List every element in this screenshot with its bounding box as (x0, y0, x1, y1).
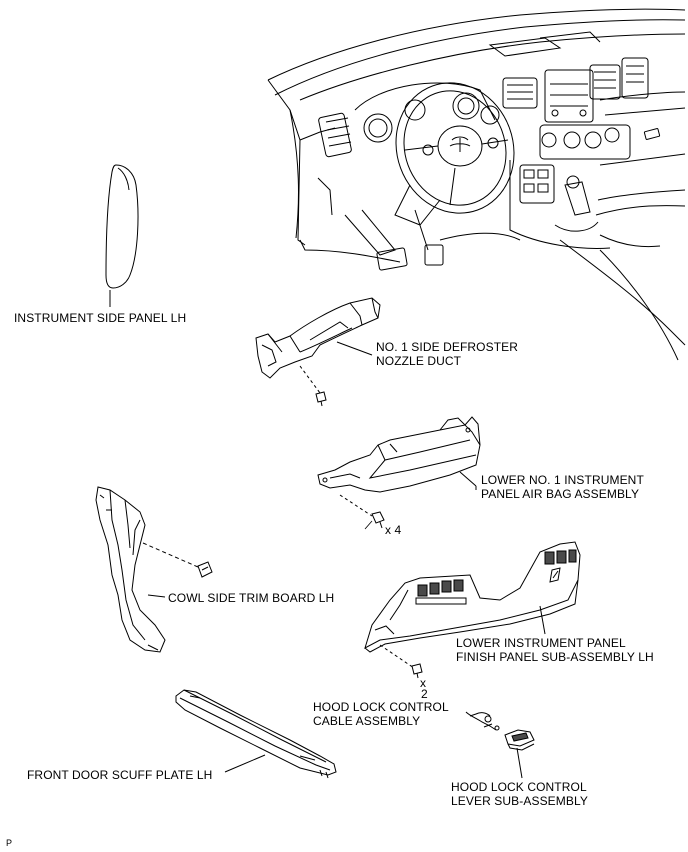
hood-lock-control-cable-part (465, 711, 500, 731)
label-hood-cable-line1: HOOD LOCK CONTROL (313, 700, 449, 714)
front-door-scuff-plate-part (175, 689, 337, 779)
label-scuff-plate: FRONT DOOR SCUFF PLATE LH (27, 768, 213, 782)
label-finish-panel-quantity-n: 2 (421, 687, 428, 701)
label-defroster-line2: NOZZLE DUCT (376, 354, 462, 368)
label-finish-panel-quantity-x: x (420, 676, 427, 690)
instrument-side-panel-part (105, 164, 139, 307)
hood-lock-control-lever-part (504, 729, 535, 779)
dashboard-illustration (267, 8, 686, 361)
label-finish-panel-line1: LOWER INSTRUMENT PANEL (456, 636, 626, 650)
side-defroster-nozzle-duct-part (255, 297, 381, 407)
lower-instrument-panel-finish-panel-part (364, 541, 581, 679)
lower-instrument-panel-airbag-part (317, 416, 481, 529)
label-airbag-quantity: x 4 (385, 523, 402, 537)
label-hood-lever-line1: HOOD LOCK CONTROL (451, 780, 587, 794)
label-hood-lever-line2: LEVER SUB-ASSEMBLY (451, 794, 588, 808)
label-leaders (364, 520, 373, 530)
label-hood-cable-line2: CABLE ASSEMBLY (313, 714, 421, 728)
label-cowl-side-trim: COWL SIDE TRIM BOARD LH (168, 591, 335, 605)
cowl-side-trim-board-part (95, 486, 213, 653)
label-defroster-line1: NO. 1 SIDE DEFROSTER (376, 340, 519, 354)
label-airbag-line2: PANEL AIR BAG ASSEMBLY (481, 487, 640, 501)
corner-mark: P (6, 838, 13, 848)
label-airbag-line1: LOWER NO. 1 INSTRUMENT (481, 473, 644, 487)
label-finish-panel-line2: FINISH PANEL SUB-ASSEMBLY LH (456, 650, 654, 664)
label-instrument-side-panel: INSTRUMENT SIDE PANEL LH (14, 311, 187, 325)
